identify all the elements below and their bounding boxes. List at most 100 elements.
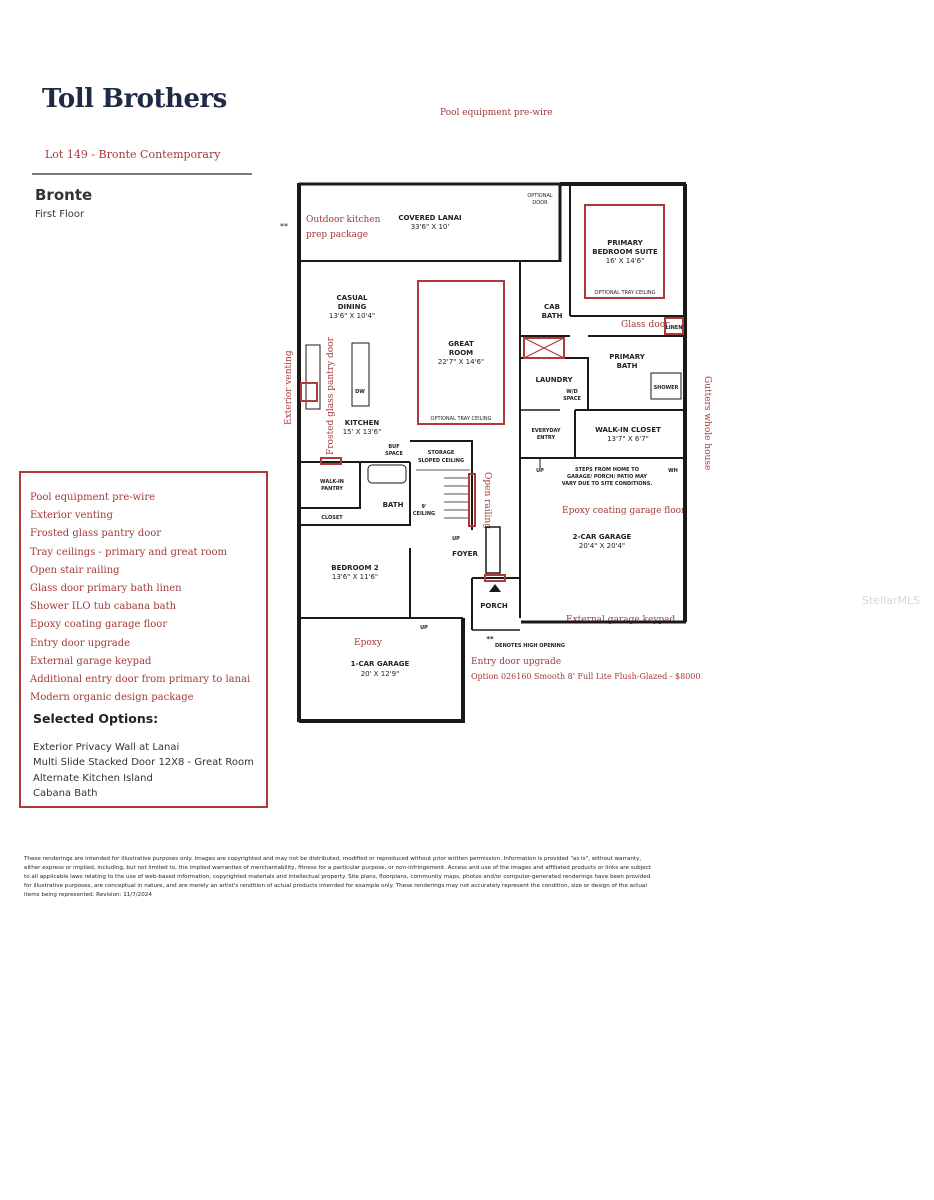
star-marker-lanai: ** <box>280 222 288 231</box>
primary-suite-tray <box>584 204 665 299</box>
room-bedroom2: BEDROOM 2 <box>331 564 379 572</box>
note-glass-door: Glass door <box>621 320 670 330</box>
entry-window <box>485 526 501 574</box>
note-epoxy: Epoxy <box>354 638 382 648</box>
entry-door-mark <box>484 574 506 582</box>
up-garage1: UP <box>420 625 428 631</box>
room-kitchen-dim: 15' X 13'6" <box>343 428 382 436</box>
option-item: Modern organic design package <box>30 692 194 704</box>
primary-shower <box>650 372 682 400</box>
room-casual-dining-dim: 13'6" X 10'4" <box>329 312 375 320</box>
tray-note-great: OPTIONAL TRAY CEILING <box>431 416 492 422</box>
steps-note-2: GARAGE/ PORCH/ PATIO MAY <box>567 474 647 480</box>
option-item: Tray ceilings - primary and great room <box>30 546 228 558</box>
header-divider <box>32 173 252 175</box>
option-item: Frosted glass pantry door <box>30 528 162 540</box>
room-primary-suite-2: BEDROOM SUITE <box>592 248 658 256</box>
option-item: Glass door primary bath linen <box>30 582 182 594</box>
exterior-vent-mark <box>300 382 318 402</box>
option-item: Exterior venting <box>30 510 113 522</box>
note-pool-prewire: Pool equipment pre-wire <box>440 108 553 118</box>
room-bath: BATH <box>383 501 404 509</box>
kitchen-island <box>351 342 370 407</box>
room-cab-bath-1: CAB <box>544 303 560 311</box>
room-garage1-dim: 20' X 12'9" <box>361 670 400 678</box>
option-item: Epoxy coating garage floor <box>30 619 168 631</box>
room-wd-space-1: W/D <box>566 389 578 395</box>
room-garage1: 1-CAR GARAGE <box>351 660 410 668</box>
room-primary-suite-dim: 16' X 14'6" <box>606 257 645 265</box>
selected-option-item: Exterior Privacy Wall at Lanai <box>33 742 180 753</box>
room-covered-lanai: COVERED LANAI <box>398 214 461 222</box>
room-primary-bath-2: BATH <box>617 362 638 370</box>
stair-treads <box>444 477 470 519</box>
great-room-tray <box>417 280 505 425</box>
room-garage2: 2-CAR GARAGE <box>573 533 632 541</box>
room-cab-bath-2: BATH <box>542 312 563 320</box>
room-buf-space-2: SPACE <box>385 451 403 457</box>
room-walkin-pantry-2: PANTRY <box>321 486 343 492</box>
note-external-keypad: External garage keypad <box>566 615 676 625</box>
laundry-walls <box>520 357 589 410</box>
brand-logo: Toll Brothers <box>42 84 227 114</box>
note-outdoor-kitchen: Outdoor kitchen <box>306 215 381 225</box>
options-box: Pool equipment pre-wire Exterior venting… <box>19 471 268 808</box>
room-primary-bath-1: PRIMARY <box>609 353 646 361</box>
lot-label: Lot 149 - Bronte Contemporary <box>45 148 221 161</box>
room-great-room-2: ROOM <box>449 349 473 357</box>
note-prep-package: prep package <box>306 230 369 240</box>
room-everyday-entry-2: ENTRY <box>537 435 556 441</box>
room-porch: PORCH <box>480 602 508 610</box>
denotes-high-opening: DENOTES HIGH OPENING <box>495 643 565 649</box>
room-wh: WH <box>668 468 678 474</box>
room-ceiling-2: CEILING <box>413 511 435 517</box>
denotes-star: ** <box>486 635 494 643</box>
room-garage2-dim: 20'4" X 20'4" <box>579 542 625 550</box>
cab-bath-x <box>523 337 565 359</box>
selected-option-item: Cabana Bath <box>33 787 98 799</box>
selected-options-list: Exterior Privacy Wall at Lanai Multi Sli… <box>33 741 254 802</box>
room-closet: CLOSET <box>321 515 343 521</box>
floor-label: First Floor <box>35 209 85 220</box>
room-primary-suite-1: PRIMARY <box>607 239 644 247</box>
option-item: Pool equipment pre-wire <box>30 492 156 503</box>
room-dw: DW <box>355 389 365 395</box>
kitchen-counter <box>305 344 321 410</box>
selected-options-title: Selected Options: <box>33 711 159 726</box>
room-kitchen: KITCHEN <box>345 419 380 427</box>
room-great-room-1: GREAT <box>448 340 474 348</box>
room-ceiling-1: 9' <box>421 504 426 510</box>
room-walkin-closet: WALK-IN CLOSET <box>595 426 661 434</box>
option-item: Additional entry door from primary to la… <box>30 673 251 685</box>
room-storage-1: STORAGE <box>428 450 455 456</box>
room-storage-2: SLOPED CEILING <box>418 458 464 464</box>
bathtub <box>367 464 407 484</box>
pantry-door-mark <box>320 457 342 465</box>
option-item: External garage keypad <box>30 655 152 667</box>
note-entry-option: Option 026160 Smooth 8' Full Lite Flush-… <box>471 672 701 681</box>
pantry-walls <box>299 462 361 509</box>
railing-mark <box>468 473 476 527</box>
up-foyer: UP <box>452 536 460 542</box>
selected-option-item: Alternate Kitchen Island <box>33 772 153 784</box>
storage-walls <box>410 440 473 530</box>
room-linen: LINEN <box>666 325 683 331</box>
room-laundry: LAUNDRY <box>535 376 573 384</box>
room-everyday-entry-1: EVERYDAY <box>531 428 560 434</box>
exterior-wall-bottom <box>299 618 465 723</box>
room-bedroom2-dim: 13'6" X 11'6" <box>332 573 378 581</box>
up-everyday: UP <box>536 468 544 474</box>
room-walkin-pantry-1: WALK-IN <box>320 479 344 485</box>
room-walkin-closet-dim: 13'7" X 6'7" <box>607 435 649 443</box>
option-item: Entry door upgrade <box>30 637 131 649</box>
linen-door-mark <box>664 317 684 335</box>
tray-note-suite: OPTIONAL TRAY CEILING <box>595 290 656 296</box>
option-item: Shower ILO tub cabana bath <box>30 601 177 613</box>
room-casual-dining-2: DINING <box>338 303 367 311</box>
disclaimer-text: These renderings are intended for illust… <box>24 856 651 898</box>
steps-note-1: STEPS FROM HOME TO <box>575 467 639 473</box>
room-great-room-dim: 22'7" X 14'6" <box>438 358 484 366</box>
room-shower: SHOWER <box>654 385 679 391</box>
room-casual-dining-1: CASUAL <box>337 294 368 302</box>
